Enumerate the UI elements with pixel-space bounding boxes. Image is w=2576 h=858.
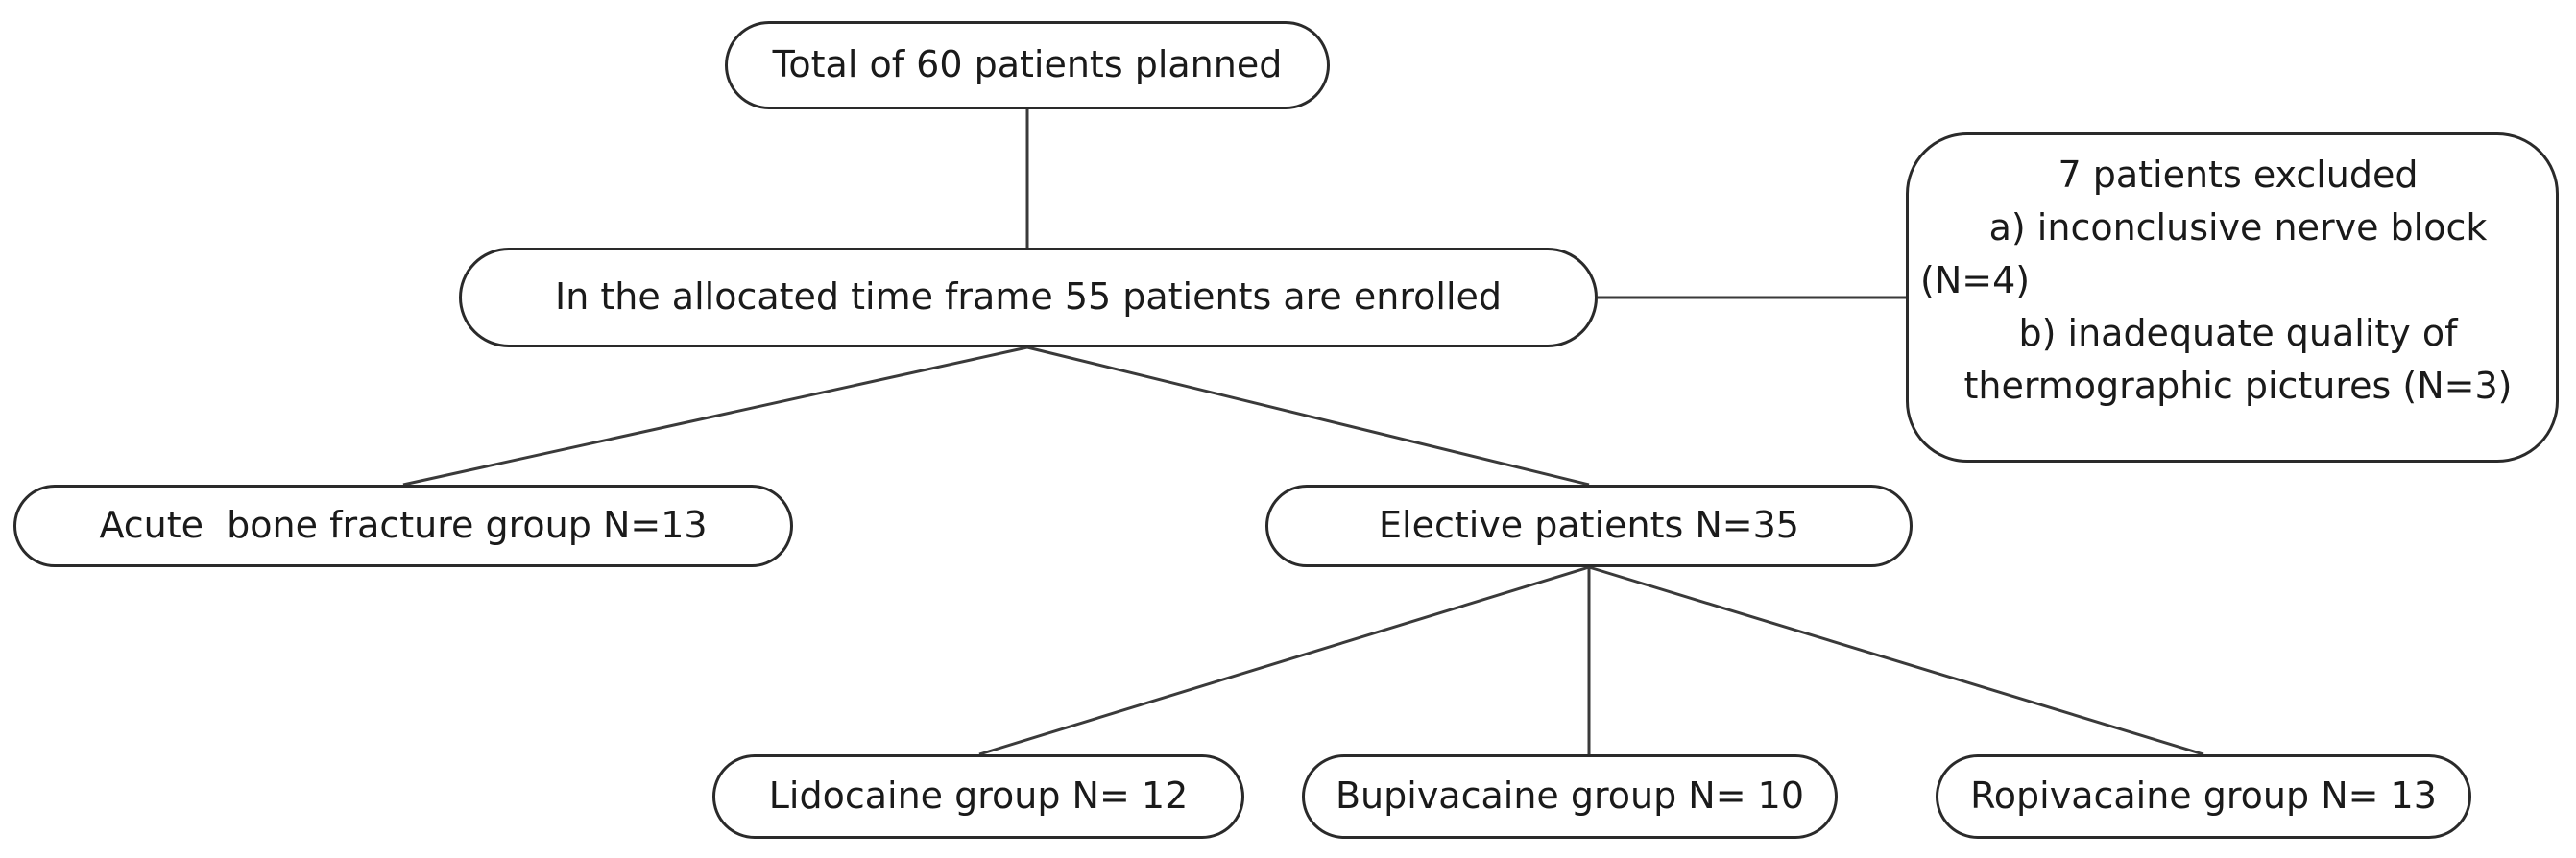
connector-enrolled-to-acute [402,346,1028,487]
node-enrolled-label: In the allocated time frame 55 patients … [555,275,1502,319]
node-excluded: 7 patients excluded a) inconclusive nerv… [1906,132,2559,463]
node-ropivacaine-group-label: Ropivacaine group N= 13 [1970,775,2437,818]
connector-elective-to-ropivacaine [1588,565,2204,756]
node-total-planned-label: Total of 60 patients planned [772,43,1283,86]
excluded-reason-b: b) inadequate quality of [2018,312,2458,354]
excluded-reason-a: a) inconclusive nerve block [1988,206,2488,249]
node-bupivacaine-group: Bupivacaine group N= 10 [1302,754,1838,839]
connector-enrolled-to-elective [1026,346,1590,487]
node-elective-patients-label: Elective patients N=35 [1379,504,1799,547]
excluded-reason-b-continued: thermographic pictures (N=3) [1963,365,2513,407]
node-bupivacaine-group-label: Bupivacaine group N= 10 [1335,775,1805,818]
node-lidocaine-group-label: Lidocaine group N= 12 [768,775,1189,818]
node-acute-fracture-group: Acute bone fracture group N=13 [13,485,793,567]
node-enrolled: In the allocated time frame 55 patients … [459,248,1598,347]
node-acute-fracture-group-label: Acute bone fracture group N=13 [99,504,708,547]
node-lidocaine-group: Lidocaine group N= 12 [712,754,1244,839]
node-total-planned: Total of 60 patients planned [725,21,1330,109]
node-elective-patients: Elective patients N=35 [1265,485,1913,567]
node-ropivacaine-group: Ropivacaine group N= 13 [1936,754,2471,839]
connector-elective-to-lidocaine [978,565,1590,756]
excluded-title: 7 patients excluded [2058,154,2419,196]
excluded-reason-a-count: (N=4) [1920,259,2031,301]
